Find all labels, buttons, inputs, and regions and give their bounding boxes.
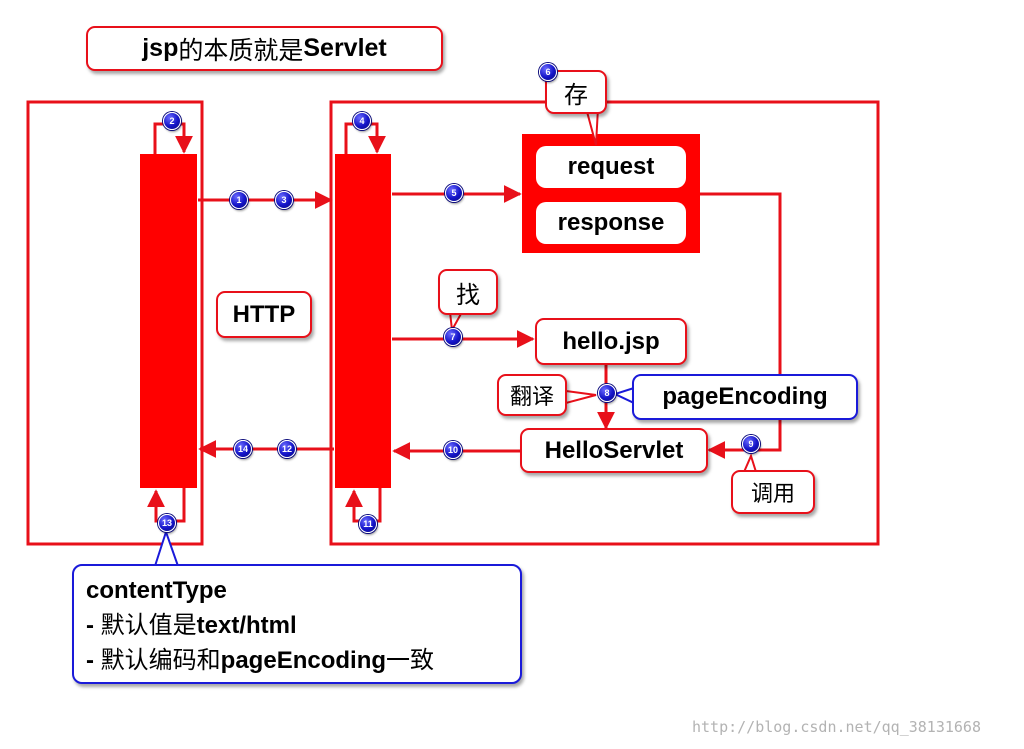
line-1-value: text/html bbox=[196, 612, 297, 639]
step-badge-9: 9 bbox=[742, 435, 760, 453]
title-prefix: jsp bbox=[142, 34, 179, 62]
line-2-suffix: 一致 bbox=[386, 646, 435, 674]
client-lifeline bbox=[140, 154, 197, 488]
content-type-note: contentType - 默认值是text/html - 默认编码和pageE… bbox=[72, 564, 522, 684]
step-badge-3: 3 bbox=[275, 191, 293, 209]
response-box: response bbox=[536, 202, 686, 244]
content-type-heading: contentType bbox=[86, 577, 227, 604]
invoke-callout: 调用 bbox=[731, 470, 815, 514]
translate-callout-tail bbox=[565, 389, 597, 405]
step-badge-14: 14 bbox=[234, 440, 252, 458]
content-type-line-2: - 默认编码和pageEncoding一致 bbox=[86, 643, 508, 678]
step-badge-6: 6 bbox=[539, 63, 557, 81]
translate-callout: 翻译 bbox=[497, 374, 567, 416]
hello-jsp-box: hello.jsp bbox=[535, 318, 687, 365]
request-box: request bbox=[536, 146, 686, 188]
watermark: http://blog.csdn.net/qq_38131668 bbox=[692, 718, 981, 736]
line-2-cjk: 默认编码和 bbox=[100, 646, 221, 674]
title-suffix: Servlet bbox=[303, 34, 387, 62]
step-badge-5: 5 bbox=[445, 184, 463, 202]
content-type-line-1: - 默认值是text/html bbox=[86, 608, 508, 643]
step-badge-1: 1 bbox=[230, 191, 248, 209]
line-2-prefix: - bbox=[86, 647, 101, 674]
server-lifeline bbox=[335, 154, 391, 488]
title-middle: 的本质就是 bbox=[178, 35, 304, 65]
page-encoding-box: pageEncoding bbox=[632, 374, 858, 420]
step-badge-4: 4 bbox=[353, 112, 371, 130]
step-badge-11: 11 bbox=[359, 515, 377, 533]
step-badge-10: 10 bbox=[444, 441, 462, 459]
store-callout: 存 bbox=[545, 70, 607, 114]
content-type-callout-tail bbox=[153, 528, 180, 567]
hello-servlet-box: HelloServlet bbox=[520, 428, 708, 473]
client-frame bbox=[26, 100, 204, 546]
http-label: HTTP bbox=[216, 291, 312, 338]
step-badge-2: 2 bbox=[163, 112, 181, 130]
step-badge-7: 7 bbox=[444, 328, 462, 346]
step-badge-13: 13 bbox=[158, 514, 176, 532]
line-2-value: pageEncoding bbox=[220, 647, 387, 674]
line-1-cjk: 默认值是 bbox=[100, 611, 197, 639]
step-badge-12: 12 bbox=[278, 440, 296, 458]
line-1-prefix: - bbox=[86, 612, 101, 639]
find-callout: 找 bbox=[438, 269, 498, 315]
step-badge-8: 8 bbox=[598, 384, 616, 402]
